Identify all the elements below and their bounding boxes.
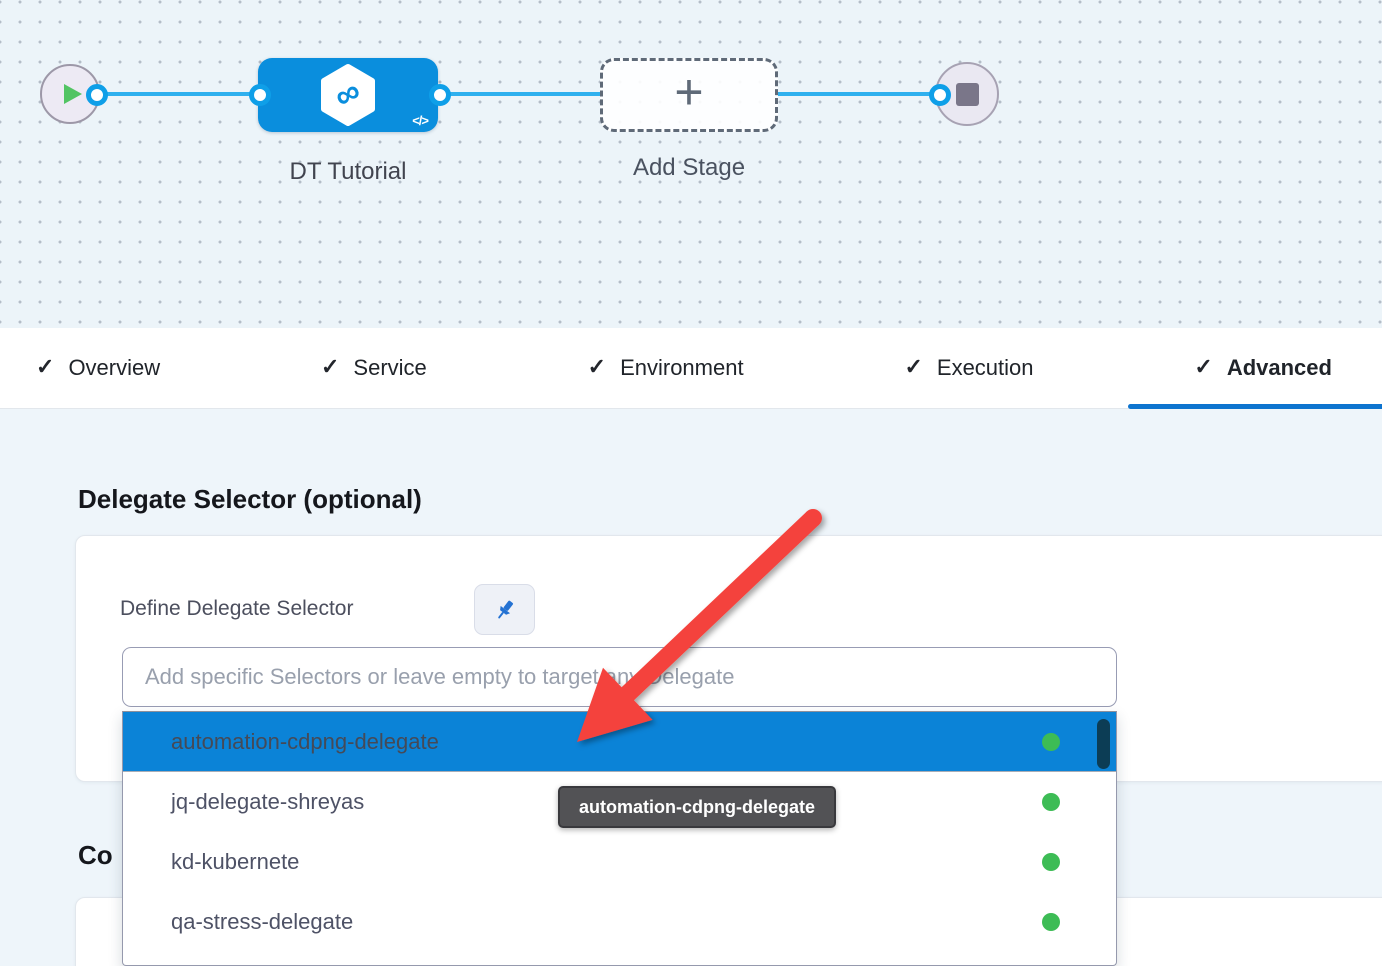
option-label: kd-kubernete [171, 849, 300, 874]
add-stage-label: Add Stage [632, 154, 746, 181]
check-icon: ✓ [587, 354, 607, 379]
check-icon: ✓ [904, 354, 923, 379]
play-icon [63, 84, 82, 104]
pipeline-canvas[interactable]: ∞ </> + DT Tutorial Add Stage [0, 0, 1382, 328]
connector-port[interactable] [929, 84, 951, 106]
check-icon: ✓ [36, 354, 55, 379]
tab-execution[interactable]: ✓ Execution [904, 354, 1034, 381]
connector-port[interactable] [86, 84, 108, 106]
delegate-selector-heading: Delegate Selector (optional) [78, 484, 422, 514]
option-label: qa-stress-delegate [171, 909, 354, 934]
option-label: jq-delegate-shreyas [171, 789, 365, 814]
connector-port[interactable] [249, 84, 271, 106]
dropdown-scrollbar-thumb[interactable] [1097, 719, 1110, 769]
delegate-status-dot [1042, 913, 1060, 931]
delegate-options-dropdown: automation-cdpng-delegate jq-delegate-sh… [122, 711, 1117, 966]
tab-advanced[interactable]: ✓ Advanced [1194, 354, 1332, 381]
define-delegate-selector-label: Define Delegate Selector [120, 597, 354, 620]
option-qa-stress-delegate[interactable]: qa-stress-delegate [123, 892, 1116, 952]
tab-label: Advanced [1226, 355, 1332, 380]
pipeline-edge [776, 92, 940, 96]
check-icon: ✓ [1194, 354, 1213, 379]
tab-label: Execution [936, 355, 1034, 380]
check-icon: ✓ [320, 354, 340, 379]
stage-label: DT Tutorial [289, 158, 407, 185]
delegate-tooltip: automation-cdpng-delegate [558, 786, 837, 828]
tab-label: Environment [620, 355, 744, 380]
tab-environment[interactable]: ✓ Environment [587, 354, 744, 381]
pipeline-edge [438, 92, 603, 96]
harness-logo-icon: ∞ [321, 64, 375, 126]
tab-service[interactable]: ✓ Service [320, 354, 427, 381]
code-icon: </> [412, 113, 429, 128]
pipeline-edge [96, 92, 262, 96]
option-jq-delegate-shreyas[interactable]: jq-delegate-shreyas [123, 772, 1116, 832]
delegate-status-dot [1042, 853, 1060, 871]
stage-tabbar: ✓ Overview ✓ Service ✓ Environment ✓ Exe… [0, 328, 1382, 409]
option-kd-kubernete[interactable]: kd-kubernete [123, 832, 1116, 892]
delegate-status-dot [1042, 732, 1060, 751]
connector-port[interactable] [429, 84, 451, 106]
tab-overview[interactable]: ✓ Overview [36, 354, 161, 381]
option-automation-cdpng-delegate[interactable]: automation-cdpng-delegate [123, 712, 1116, 772]
stop-icon [955, 82, 979, 106]
pin-button[interactable] [474, 584, 535, 635]
delegate-selector-input[interactable] [122, 647, 1117, 707]
plus-icon: + [674, 63, 704, 120]
delegate-status-dot [1042, 793, 1060, 811]
pipeline-end-node[interactable] [935, 62, 999, 126]
pin-icon [497, 600, 513, 618]
stage-node-dt-tutorial[interactable]: ∞ </> [258, 58, 438, 132]
tab-label: Service [353, 355, 427, 380]
tab-label: Overview [68, 355, 161, 380]
add-stage-button[interactable]: + [600, 58, 778, 132]
active-tab-underline [1128, 404, 1382, 409]
option-label: automation-cdpng-delegate [171, 728, 439, 754]
next-section-heading-partial: Co [78, 840, 113, 870]
